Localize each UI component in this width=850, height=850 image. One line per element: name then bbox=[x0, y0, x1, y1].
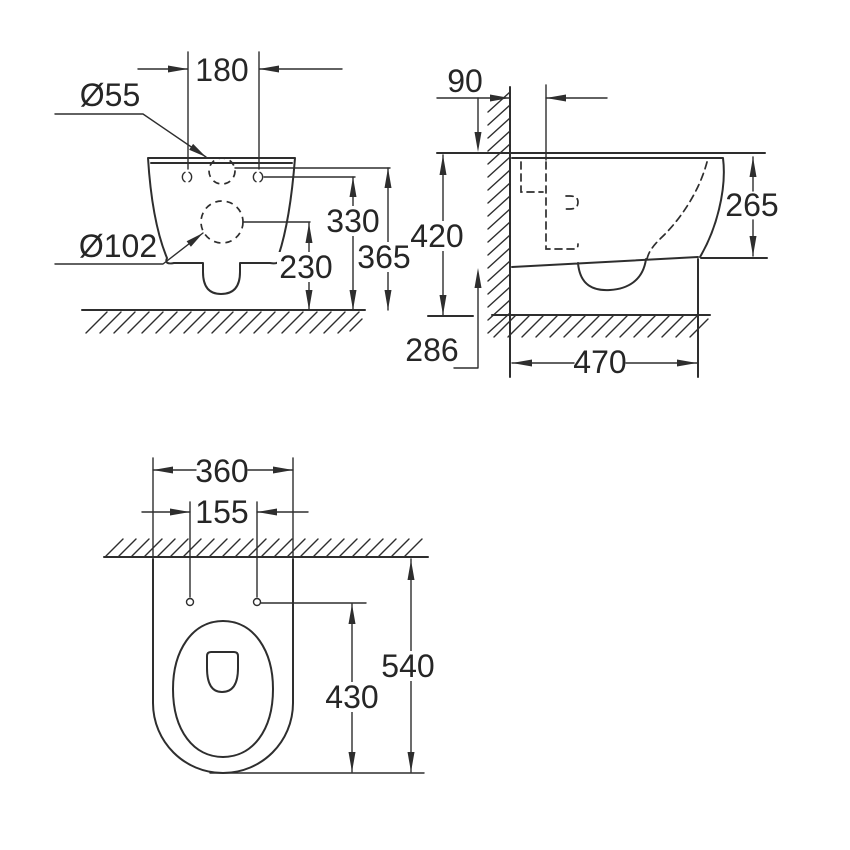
toilet-body-outline bbox=[147, 157, 296, 295]
dim-hole-spacing-label: 180 bbox=[195, 52, 248, 88]
front-view: 180 Ø55 Ø102 230 330 365 bbox=[54, 51, 413, 334]
dimension-arrows bbox=[305, 223, 313, 310]
fixing-hole-left bbox=[181, 171, 193, 183]
label-background bbox=[277, 252, 335, 282]
dim-holes-to-front-label: 430 bbox=[325, 679, 378, 715]
dim-total-height: 420 bbox=[408, 154, 466, 316]
dim-width-label: 360 bbox=[195, 453, 248, 489]
dim-depth: 470 bbox=[511, 344, 698, 380]
dimension-arrows bbox=[490, 94, 566, 102]
dim-inlet-offset: 90 bbox=[436, 63, 608, 102]
side-view: 90 420 286 265 470 bbox=[405, 63, 778, 380]
dim-rear-height-label: 286 bbox=[405, 332, 458, 368]
dimension-arrows bbox=[474, 132, 482, 288]
dimension-arrows bbox=[348, 604, 356, 772]
label-background bbox=[324, 206, 382, 236]
dim-holes-spacing: 155 bbox=[141, 494, 309, 530]
dimension-arrows bbox=[439, 155, 447, 315]
dim-front-height-label: 265 bbox=[725, 187, 778, 223]
dim-inlet-height-label: 365 bbox=[357, 239, 410, 275]
dimension-lines bbox=[453, 97, 479, 369]
leader-lines bbox=[54, 113, 391, 265]
wall-hatching bbox=[487, 91, 511, 334]
dim-depth-total: 540 bbox=[379, 558, 437, 773]
flush-inlet-circle bbox=[208, 157, 236, 185]
label-background bbox=[379, 651, 437, 681]
dim-hole-spacing: 180 bbox=[137, 51, 343, 170]
dim-total-height-label: 420 bbox=[410, 218, 463, 254]
floor-hatching bbox=[85, 311, 363, 334]
dimension-arrows bbox=[512, 359, 697, 367]
dim-holes-spacing-label: 155 bbox=[195, 494, 248, 530]
dim-holes-to-front: 430 bbox=[323, 603, 381, 773]
dim-depth-total-label: 540 bbox=[381, 648, 434, 684]
fixing-hole-left bbox=[185, 597, 195, 607]
fixing-hole-right bbox=[252, 597, 262, 607]
dim-outlet-height: 230 bbox=[277, 222, 335, 311]
dim-inlet-offset-label: 90 bbox=[447, 63, 483, 99]
dimension-lines bbox=[137, 51, 343, 170]
label-background bbox=[408, 221, 466, 251]
dim-rear-height: 286 bbox=[405, 97, 482, 369]
hidden-flush-channel bbox=[520, 161, 708, 260]
fixing-hole-right bbox=[252, 171, 264, 183]
bowl-inner-rim bbox=[172, 620, 274, 758]
dim-inlet-diameter-label: Ø55 bbox=[80, 77, 140, 113]
dim-outlet-diameter-label: Ø102 bbox=[79, 228, 157, 264]
label-background bbox=[323, 682, 381, 712]
wall-hatching bbox=[105, 538, 423, 557]
leader-arrowheads bbox=[186, 143, 206, 247]
flush-opening bbox=[206, 651, 239, 693]
leader-and-extension-lines bbox=[152, 457, 425, 774]
floor-hatching bbox=[493, 315, 709, 338]
dim-front-height: 265 bbox=[725, 156, 779, 257]
outlet-circle bbox=[200, 200, 244, 244]
dim-depth-label: 470 bbox=[573, 344, 626, 380]
label-background bbox=[355, 242, 413, 272]
dim-holes-height: 330 bbox=[324, 176, 382, 311]
floor-line bbox=[427, 314, 711, 317]
dim-inlet-height: 365 bbox=[355, 167, 413, 311]
dim-holes-height-label: 330 bbox=[326, 203, 379, 239]
top-view: 360 155 540 430 bbox=[103, 453, 437, 774]
dimension-arrows bbox=[749, 157, 757, 256]
toilet-outer-outline bbox=[152, 558, 294, 774]
dim-outlet-height-label: 230 bbox=[279, 249, 332, 285]
toilet-profile-outline bbox=[436, 152, 768, 378]
dim-width: 360 bbox=[152, 453, 294, 489]
